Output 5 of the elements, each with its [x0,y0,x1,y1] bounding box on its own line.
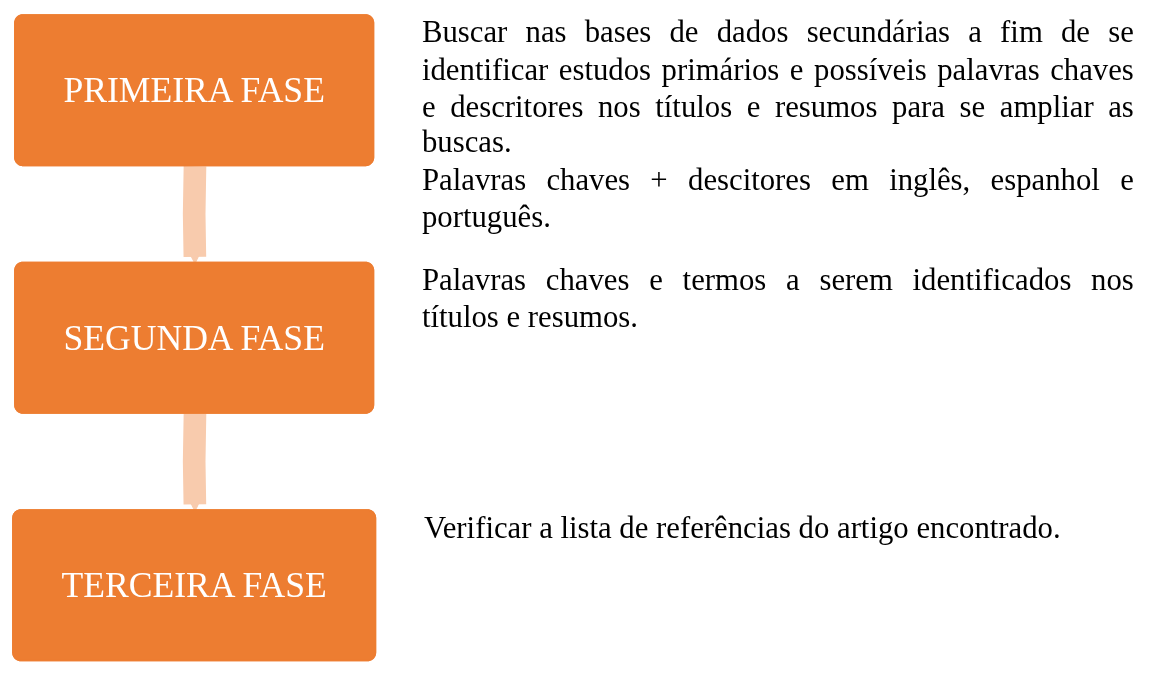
bullet-text: Buscar nas bases de dados secundárias a fim de se identificar estudos primários e possíveis palavras chaves e descritores nos títulos e resumos para se ampliar as buscas. [421,14,1134,162]
arrow [182,165,207,264]
bullet-text: Verificar a lista de referências do artigo encontrado. [423,509,1062,547]
bullet-text: Palavras chaves + descitores em inglês, espanhol e português. [421,162,1134,236]
bullet-text: Palavras chaves e termos a serem identificados nos títulos e resumos. [421,262,1134,336]
